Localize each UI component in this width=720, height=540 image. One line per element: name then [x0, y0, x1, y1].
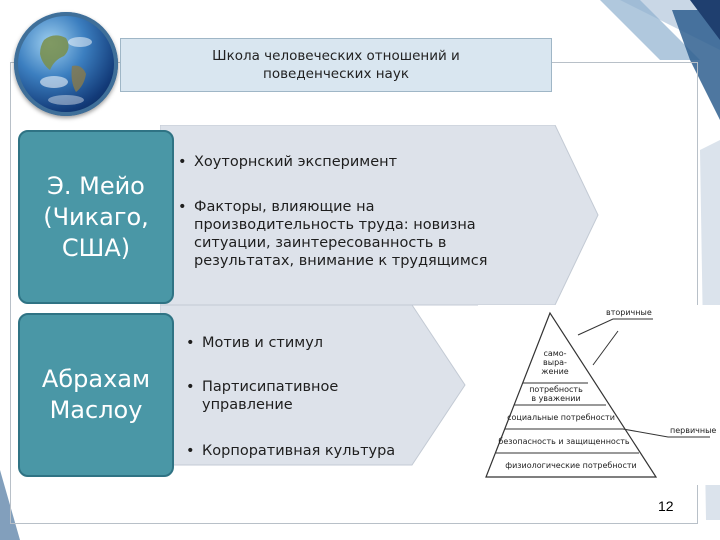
person-mayo: Э. Мейо (Чикаго, США)	[18, 130, 174, 304]
person-maslow: Абрахам Маслоу	[18, 313, 174, 477]
pyramid-level-social: социальные потребности	[507, 413, 615, 422]
mayo-arrow-shape	[160, 125, 599, 306]
slide-title: Школа человеческих отношений и поведенче…	[120, 38, 552, 92]
pyramid-level-self-expression: само- выра- жение	[541, 349, 569, 376]
pyramid-level-safety: безопасность и защищенность	[498, 437, 630, 446]
maslow-bullet-3: •Корпоративная культура	[186, 443, 396, 459]
mayo-bullet-1: •Хоуторнский эксперимент	[178, 154, 398, 170]
pyramid-label-secondary: вторичные	[606, 308, 652, 317]
maslow-bullet-1: •Мотив и стимул	[186, 335, 324, 351]
pyramid-level-esteem: потребность в уважении	[529, 385, 583, 403]
maslow-pyramid: само- выра- жение потребность в уважении…	[478, 305, 720, 485]
maslow-bullet-2: •Партисипативное управление	[186, 379, 339, 413]
page-number: 12	[658, 498, 674, 514]
pyramid-label-primary: первичные	[670, 426, 717, 435]
globe-image	[14, 12, 118, 116]
maslow-arrow-shape	[160, 305, 466, 466]
slide-title-text: Школа человеческих отношений и поведенче…	[212, 48, 460, 82]
pyramid-level-physiological: физиологические потребности	[505, 461, 637, 470]
mayo-bullet-2: •Факторы, влияющие на производительность…	[178, 199, 488, 269]
